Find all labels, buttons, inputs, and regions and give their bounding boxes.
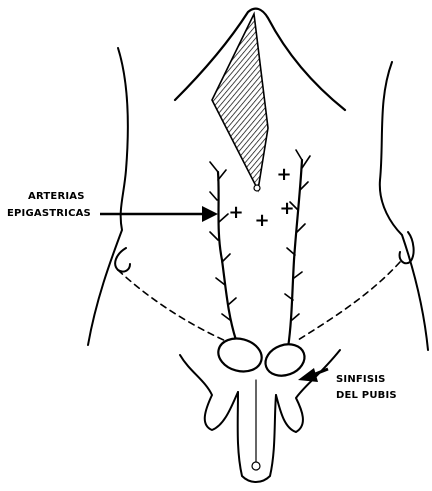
right-flank-outline: [380, 62, 428, 350]
plus-marker: +: [276, 164, 291, 185]
pubis-arrow-head: [298, 368, 318, 382]
incision-point: [254, 185, 260, 191]
arteries-arrow-head: [202, 206, 218, 222]
pubis-label-line1: SINFISIS: [336, 374, 386, 385]
genital-tip: [252, 462, 260, 470]
right-inguinal-line: [298, 262, 400, 340]
plus-marker: +: [228, 202, 243, 223]
arteries-label-line2: EPIGASTRICAS: [7, 208, 91, 219]
left-flank-outline: [88, 48, 128, 345]
left-inguinal-line: [118, 270, 228, 342]
arteries-label-line1: ARTERIAS: [28, 191, 85, 202]
right-pubic-tubercle: [261, 339, 309, 381]
plus-marker: +: [279, 198, 294, 219]
hatched-incision-area: [212, 14, 268, 190]
pubis-label-line2: DEL PUBIS: [336, 390, 397, 401]
left-iliac-bulge: [115, 248, 130, 272]
plus-marker: +: [254, 210, 269, 231]
left-artery-branches: [210, 162, 236, 320]
